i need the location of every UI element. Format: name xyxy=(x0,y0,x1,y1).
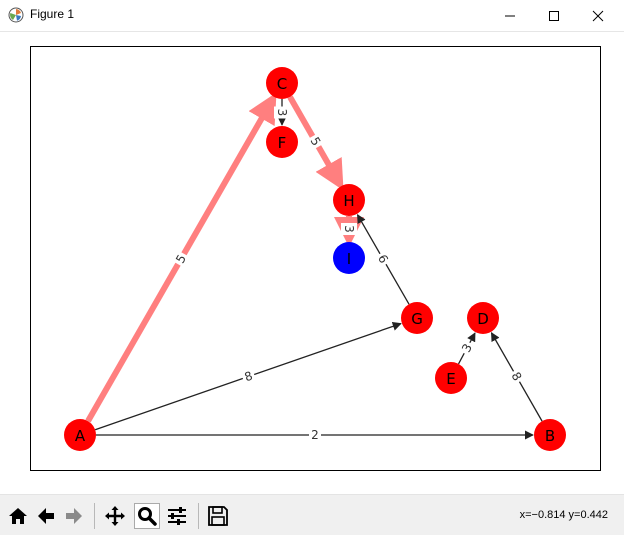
forward-button[interactable] xyxy=(61,503,87,529)
maximize-button[interactable] xyxy=(532,0,576,31)
node-label-d: D xyxy=(477,310,489,328)
maximize-icon xyxy=(549,10,559,21)
node-label-c: C xyxy=(277,75,287,93)
edge-weight-label: 3 xyxy=(275,109,289,117)
cursor-coordinates: x=−0.814 y=0.442 xyxy=(519,509,608,521)
move-icon xyxy=(105,506,125,526)
node-label-i: I xyxy=(347,250,351,268)
home-button[interactable] xyxy=(5,503,31,529)
toolbar-separator xyxy=(198,503,199,529)
edge-label-background xyxy=(240,366,257,387)
home-icon xyxy=(9,508,27,524)
node-label-f: F xyxy=(278,134,287,152)
magnifier-icon xyxy=(138,507,157,526)
node-label-h: H xyxy=(343,192,354,210)
arrow-right-icon xyxy=(66,508,82,524)
edge-label-background xyxy=(457,338,477,358)
edge-label-background xyxy=(305,132,326,151)
arrow-left-icon xyxy=(38,508,54,524)
floppy-icon xyxy=(208,506,228,526)
sliders-icon xyxy=(168,507,186,525)
figure-canvas[interactable] xyxy=(0,32,624,494)
close-icon xyxy=(592,10,604,21)
nodes-layer: A B C D E F G H I xyxy=(64,67,566,451)
minimize-button[interactable] xyxy=(488,0,532,31)
back-button[interactable] xyxy=(33,503,59,529)
node-a xyxy=(64,419,96,451)
axes-frame xyxy=(30,46,601,471)
title-bar: Figure 1 xyxy=(0,0,624,32)
edge-label-background xyxy=(506,367,527,386)
node-b xyxy=(534,419,566,451)
node-d xyxy=(467,302,499,334)
subplots-button[interactable] xyxy=(164,503,190,529)
node-e xyxy=(435,362,467,394)
pan-button[interactable] xyxy=(102,503,128,529)
close-button[interactable] xyxy=(576,0,620,31)
edge-weight-label: 8 xyxy=(243,369,255,385)
node-label-a: A xyxy=(75,427,86,445)
toolbar-separator xyxy=(94,503,95,529)
node-f xyxy=(266,126,298,158)
window-title: Figure 1 xyxy=(30,7,75,21)
edge-label-background xyxy=(171,249,191,269)
node-label-e: E xyxy=(446,370,455,388)
edge-label-background xyxy=(341,223,357,235)
edge-label-background xyxy=(274,106,290,119)
edge-label-background xyxy=(373,249,393,269)
node-i xyxy=(333,242,365,274)
node-h xyxy=(333,184,365,216)
edge-weight-label: 2 xyxy=(311,428,319,442)
zoom-button[interactable] xyxy=(134,503,160,529)
minimize-icon xyxy=(505,15,515,16)
navigation-toolbar: x=−0.814 y=0.442 xyxy=(0,494,624,535)
node-label-b: B xyxy=(545,427,555,445)
save-button[interactable] xyxy=(205,503,231,529)
node-c xyxy=(266,67,298,99)
edge-label-background xyxy=(309,427,321,443)
matplotlib-logo-icon xyxy=(8,7,24,23)
node-label-g: G xyxy=(411,310,423,328)
node-g xyxy=(401,302,433,334)
edge-weight-label: 3 xyxy=(342,225,356,233)
